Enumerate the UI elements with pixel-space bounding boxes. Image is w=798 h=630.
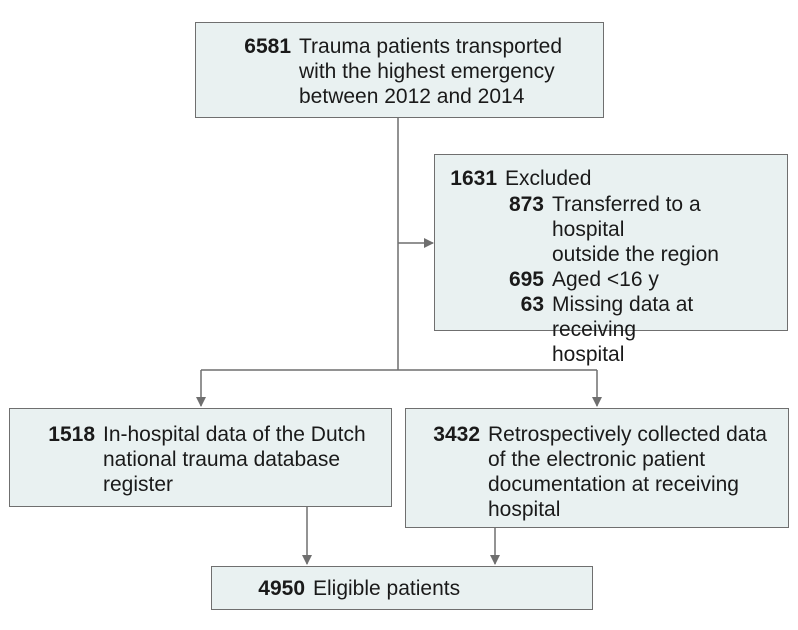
excluded-count: 1631 — [450, 167, 497, 190]
excluded-item-line: Aged <16 y — [552, 268, 659, 291]
excluded-item-line: Transferred to a hospital — [552, 193, 701, 241]
right-line: hospital — [488, 498, 561, 521]
bottom-count: 4950 — [258, 577, 305, 600]
excluded-label: Excluded — [505, 167, 592, 190]
excluded-item-line: outside the region — [552, 243, 719, 266]
left-line: register — [103, 473, 174, 496]
bottom-box: 4950 Eligible patients — [211, 566, 593, 610]
excluded-item: 63 Missing data at receiving hospital — [445, 292, 777, 367]
right-count: 3432 — [433, 423, 480, 446]
top-box: 6581 Trauma patients transported with th… — [195, 22, 604, 118]
right-line: documentation at receiving — [488, 473, 739, 496]
top-line: Trauma patients transported — [299, 35, 563, 58]
left-line: In-hospital data of the Dutch — [103, 423, 366, 446]
excluded-item: 873 Transferred to a hospital outside th… — [445, 192, 777, 267]
excluded-item-line: Missing data at receiving — [552, 293, 694, 341]
top-count: 6581 — [244, 35, 291, 58]
right-line: of the electronic patient — [488, 448, 706, 471]
excluded-box: 1631 Excluded 873 Transferred to a hospi… — [434, 154, 788, 366]
left-line: national trauma database — [103, 448, 340, 471]
top-line: with the highest emergency — [299, 60, 555, 83]
right-box: 3432 Retrospectively collected data of t… — [405, 408, 789, 528]
left-count: 1518 — [48, 423, 95, 446]
excluded-item-line: hospital — [552, 343, 625, 366]
bottom-label: Eligible patients — [313, 577, 461, 600]
left-box: 1518 In-hospital data of the Dutch natio… — [9, 408, 392, 507]
excluded-item-count: 63 — [520, 293, 544, 316]
excluded-item-count: 695 — [508, 268, 544, 291]
excluded-item-count: 873 — [508, 193, 544, 216]
right-line: Retrospectively collected data — [488, 423, 767, 446]
top-line: between 2012 and 2014 — [299, 85, 525, 108]
excluded-item: 695 Aged <16 y — [445, 267, 777, 292]
